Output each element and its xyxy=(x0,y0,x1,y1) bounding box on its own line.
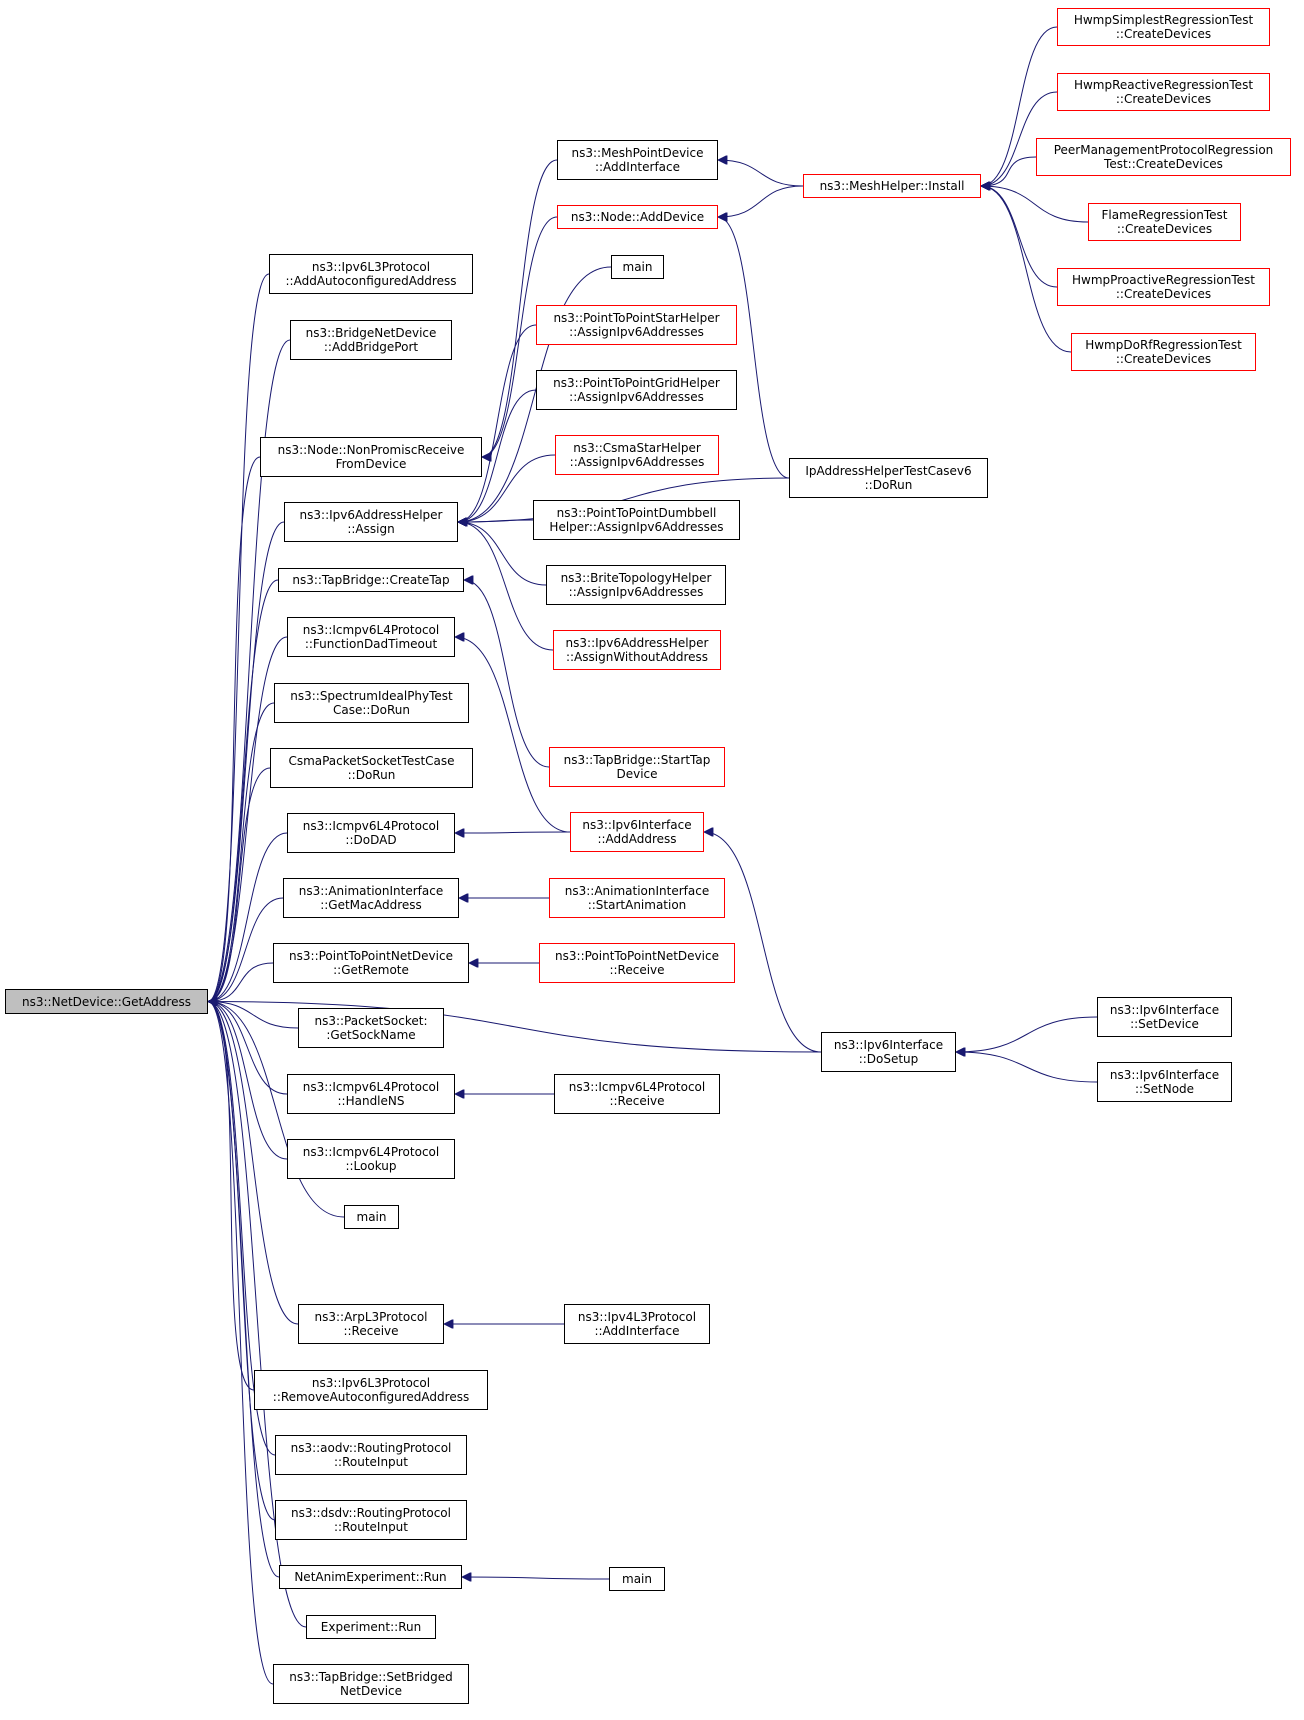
call-edge-meshhelper_install-to-node_adddevice xyxy=(718,185,804,217)
graph-node-ipaddr-testcase[interactable]: IpAddressHelperTestCasev6 ::DoRun xyxy=(789,458,988,498)
call-edge-flame-to-meshhelper_install xyxy=(981,186,1089,223)
graph-node-p2pdumbbell-assign[interactable]: ns3::PointToPointDumbbell Helper::Assign… xyxy=(533,500,740,540)
graph-node-meshhelper-install[interactable]: ns3::MeshHelper::Install xyxy=(803,174,981,198)
graph-node-icmpv6-receive[interactable]: ns3::Icmpv6L4Protocol ::Receive xyxy=(554,1074,720,1114)
call-edge-hwmp_dorf-to-meshhelper_install xyxy=(981,186,1072,353)
call-edge-pktsock_getsock-to-root xyxy=(208,1002,299,1029)
call-edge-spectrum_dorun-to-root xyxy=(208,702,275,1002)
graph-node-pktsock-getsock[interactable]: ns3::PacketSocket: :GetSockName xyxy=(298,1008,444,1048)
graph-node-ipv6l3-removeauto[interactable]: ns3::Ipv6L3Protocol ::RemoveAutoconfigur… xyxy=(254,1370,488,1410)
call-edge-tapbridge_starttap-to-tapbridge_createtap xyxy=(464,580,550,768)
call-edge-peermgmt-to-meshhelper_install xyxy=(981,156,1037,186)
graph-node-root: ns3::NetDevice::GetAddress xyxy=(5,989,208,1014)
graph-node-p2p-receive[interactable]: ns3::PointToPointNetDevice ::Receive xyxy=(539,943,735,983)
call-edge-main_3-to-netanim_run xyxy=(462,1577,610,1579)
call-edge-node_nonpromisc-to-root xyxy=(208,456,261,1002)
graph-node-flame[interactable]: FlameRegressionTest ::CreateDevices xyxy=(1088,203,1241,241)
graph-node-ipv6l3-addauto[interactable]: ns3::Ipv6L3Protocol ::AddAutoconfiguredA… xyxy=(269,254,473,294)
call-edge-meshpoint_addif-to-node_nonpromisc xyxy=(482,159,558,457)
graph-node-ipv6if-setdevice[interactable]: ns3::Ipv6Interface ::SetDevice xyxy=(1097,997,1232,1037)
call-edge-csma_dorun-to-root xyxy=(208,767,271,1002)
call-edge-ipv6l3_addauto-to-root xyxy=(208,273,270,1002)
graph-node-spectrum-dorun[interactable]: ns3::SpectrumIdealPhyTest Case::DoRun xyxy=(274,683,469,723)
graph-node-p2p-getremote[interactable]: ns3::PointToPointNetDevice ::GetRemote xyxy=(273,943,469,983)
graph-node-icmpv6-lookup[interactable]: ns3::Icmpv6L4Protocol ::Lookup xyxy=(287,1139,455,1179)
graph-node-ipv6if-addaddress[interactable]: ns3::Ipv6Interface ::AddAddress xyxy=(570,812,704,852)
graph-node-anim-getmac[interactable]: ns3::AnimationInterface ::GetMacAddress xyxy=(283,878,459,918)
call-edge-p2pgrid_assign-to-ipv6addr_assign xyxy=(458,389,537,522)
call-edge-netanim_run-to-root xyxy=(208,1002,280,1578)
call-edge-arp_receive-to-root xyxy=(208,1002,299,1325)
call-edge-icmpv6_lookup-to-root xyxy=(208,1002,288,1160)
graph-node-ipv4l3-addif[interactable]: ns3::Ipv4L3Protocol ::AddInterface xyxy=(564,1304,710,1344)
call-edge-main_1-to-root xyxy=(208,1002,345,1218)
call-edge-aodv_routeinput-to-root xyxy=(208,1002,276,1456)
graph-node-hwmp-proactive[interactable]: HwmpProactiveRegressionTest ::CreateDevi… xyxy=(1057,268,1270,306)
graph-node-hwmp-simplest[interactable]: HwmpSimplestRegressionTest ::CreateDevic… xyxy=(1057,8,1270,46)
graph-node-p2pstar-assign[interactable]: ns3::PointToPointStarHelper ::AssignIpv6… xyxy=(536,305,737,345)
graph-node-ipv6addr-assign[interactable]: ns3::Ipv6AddressHelper ::Assign xyxy=(284,502,458,542)
call-edge-ipv6addr_assignwithout-to-ipv6addr_assign xyxy=(458,522,554,651)
call-edge-ipv6if_setnode-to-ipv6if_dosetup xyxy=(956,1052,1098,1083)
call-edge-tapbridge_createtap-to-root xyxy=(208,579,279,1002)
graph-node-anim-start[interactable]: ns3::AnimationInterface ::StartAnimation xyxy=(549,878,725,918)
call-edge-brite_assign-to-ipv6addr_assign xyxy=(458,522,547,586)
call-edge-bridge_addport-to-root xyxy=(208,339,291,1002)
graph-node-icmpv6-handlens[interactable]: ns3::Icmpv6L4Protocol ::HandleNS xyxy=(287,1074,455,1114)
call-edge-icmpv6_dodad-to-root xyxy=(208,832,288,1002)
call-edge-hwmp_simplest-to-meshhelper_install xyxy=(981,26,1058,186)
call-edge-main_2-to-ipv6addr_assign xyxy=(458,266,612,522)
graph-node-node-nonpromisc[interactable]: ns3::Node::NonPromiscReceive FromDevice xyxy=(260,437,482,477)
graph-node-main-2[interactable]: main xyxy=(611,255,664,279)
graph-node-tapbridge-setbridged[interactable]: ns3::TapBridge::SetBridged NetDevice xyxy=(273,1664,469,1704)
graph-node-aodv-routeinput[interactable]: ns3::aodv::RoutingProtocol ::RouteInput xyxy=(275,1435,467,1475)
graph-node-hwmp-dorf[interactable]: HwmpDoRfRegressionTest ::CreateDevices xyxy=(1071,333,1256,371)
call-edge-ipv6if_dosetup-to-ipv6if_addaddress xyxy=(704,832,822,1053)
graph-node-arp-receive[interactable]: ns3::ArpL3Protocol ::Receive xyxy=(298,1304,444,1344)
graph-node-ipv6addr-assignwithout[interactable]: ns3::Ipv6AddressHelper ::AssignWithoutAd… xyxy=(553,630,721,670)
graph-node-meshpoint-addif[interactable]: ns3::MeshPointDevice ::AddInterface xyxy=(557,140,718,180)
graph-node-dsdv-routeinput[interactable]: ns3::dsdv::RoutingProtocol ::RouteInput xyxy=(275,1500,467,1540)
graph-node-icmpv6-dadtimeout[interactable]: ns3::Icmpv6L4Protocol ::FunctionDadTimeo… xyxy=(287,617,455,657)
call-edge-meshhelper_install-to-meshpoint_addif xyxy=(718,160,804,187)
graph-node-csmastar-assign[interactable]: ns3::CsmaStarHelper ::AssignIpv6Addresse… xyxy=(555,435,719,475)
graph-node-ipv6if-setnode[interactable]: ns3::Ipv6Interface ::SetNode xyxy=(1097,1062,1232,1102)
call-edge-tapbridge_setbridged-to-root xyxy=(208,1002,274,1685)
graph-node-p2pgrid-assign[interactable]: ns3::PointToPointGridHelper ::AssignIpv6… xyxy=(536,370,737,410)
graph-node-main-3[interactable]: main xyxy=(609,1567,665,1591)
graph-node-hwmp-reactive[interactable]: HwmpReactiveRegressionTest ::CreateDevic… xyxy=(1057,73,1270,111)
graph-node-experiment-run[interactable]: Experiment::Run xyxy=(306,1615,436,1639)
graph-node-netanim-run[interactable]: NetAnimExperiment::Run xyxy=(279,1565,462,1589)
call-edge-ipv6if_addaddress-to-icmpv6_dadtimeout xyxy=(455,637,571,833)
call-edge-p2p_getremote-to-root xyxy=(208,962,274,1002)
graph-node-csma-dorun[interactable]: CsmaPacketSocketTestCase ::DoRun xyxy=(270,748,473,788)
call-edge-ipv6if_addaddress-to-icmpv6_dodad xyxy=(455,832,571,833)
call-edge-csmastar_assign-to-ipv6addr_assign xyxy=(458,454,556,522)
graph-node-tapbridge-starttap[interactable]: ns3::TapBridge::StartTap Device xyxy=(549,747,725,787)
graph-node-icmpv6-dodad[interactable]: ns3::Icmpv6L4Protocol ::DoDAD xyxy=(287,813,455,853)
graph-node-bridge-addport[interactable]: ns3::BridgeNetDevice ::AddBridgePort xyxy=(290,320,452,360)
graph-node-brite-assign[interactable]: ns3::BriteTopologyHelper ::AssignIpv6Add… xyxy=(546,565,726,605)
call-edge-p2pstar_assign-to-ipv6addr_assign xyxy=(458,324,537,522)
call-edge-anim_getmac-to-root xyxy=(208,897,284,1002)
call-edge-experiment_run-to-root xyxy=(208,1002,307,1628)
call-edge-icmpv6_handlens-to-root xyxy=(208,1002,288,1095)
graph-node-main-1[interactable]: main xyxy=(344,1205,399,1229)
call-edge-ipaddr_testcase-to-node_adddevice xyxy=(718,217,790,479)
graph-node-node-adddevice[interactable]: ns3::Node::AddDevice xyxy=(557,205,718,229)
graph-node-peermgmt[interactable]: PeerManagementProtocolRegression Test::C… xyxy=(1036,138,1291,176)
graph-node-tapbridge-createtap[interactable]: ns3::TapBridge::CreateTap xyxy=(278,568,464,592)
call-edge-ipv6if_dosetup-to-root xyxy=(208,1002,822,1053)
graph-node-ipv6if-dosetup[interactable]: ns3::Ipv6Interface ::DoSetup xyxy=(821,1032,956,1072)
call-edge-ipv6if_setdevice-to-ipv6if_dosetup xyxy=(956,1016,1098,1052)
call-edge-hwmp_reactive-to-meshhelper_install xyxy=(981,91,1058,186)
